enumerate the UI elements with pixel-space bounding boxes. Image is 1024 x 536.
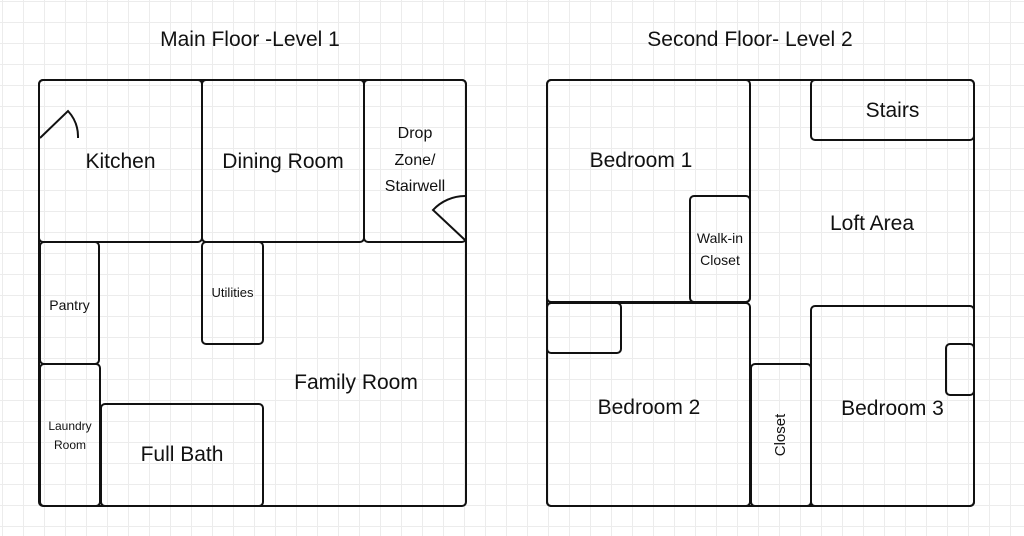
full-bath-label: Full Bath — [140, 443, 224, 466]
drop-zone-label-line2: Zone/ — [394, 152, 436, 169]
walk-in-label-line1: Walk-in — [696, 230, 744, 246]
laundry-label-line2: Room — [53, 438, 86, 452]
dining-room-label: Dining Room — [222, 150, 344, 173]
bedroom-3-label: Bedroom 3 — [841, 397, 944, 420]
kitchen-label: Kitchen — [85, 150, 156, 173]
pantry-label: Pantry — [49, 297, 90, 313]
bedroom-1-label: Bedroom 1 — [589, 149, 693, 172]
family-room-label: Family Room — [294, 371, 418, 394]
drop-zone-room — [363, 79, 467, 243]
stairs-room — [810, 79, 975, 141]
full-bath-room — [100, 403, 264, 507]
second-floor-title: Second Floor- Level 2 — [647, 28, 853, 51]
bedroom-2-closet-nook — [546, 302, 622, 354]
bedroom-3-room — [810, 305, 975, 507]
laundry-label-line1: Laundry — [48, 419, 92, 433]
bedroom-2-label: Bedroom 2 — [597, 396, 701, 419]
laundry-room — [39, 363, 101, 507]
utilities-label: Utilities — [211, 285, 254, 300]
closet-label: Closet — [772, 413, 789, 457]
bedroom-3-closet-nook — [945, 343, 975, 396]
main-floor-title: Main Floor -Level 1 — [160, 28, 340, 51]
drop-zone-label-line1: Drop — [397, 125, 433, 142]
utilities-room — [201, 241, 264, 345]
walk-in-closet-room — [689, 195, 751, 303]
drop-zone-label-line3: Stairwell — [384, 178, 446, 195]
stairs-label: Stairs — [865, 99, 920, 122]
walk-in-label-line2: Closet — [700, 252, 740, 268]
loft-area-label: Loft Area — [829, 212, 915, 235]
